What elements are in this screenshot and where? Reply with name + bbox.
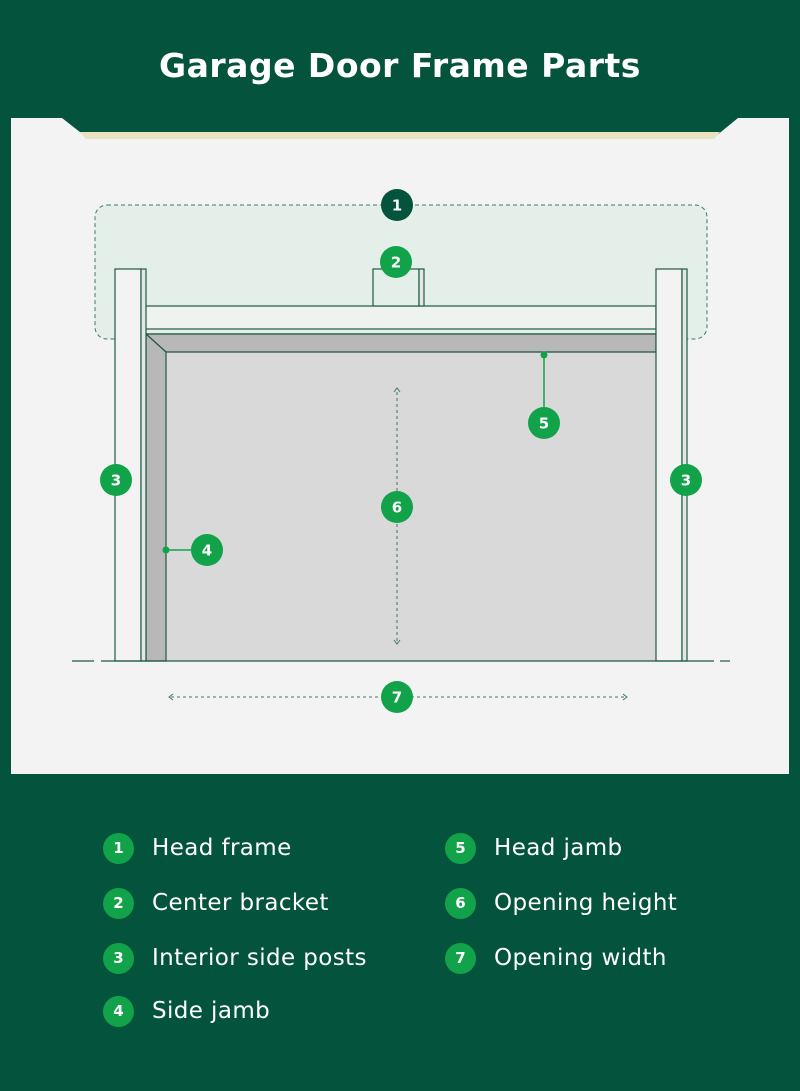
svg-text:1: 1 xyxy=(392,197,402,215)
callout-side-post-left: 3 xyxy=(100,464,132,496)
center-bracket-edge xyxy=(418,268,425,307)
head-jamb xyxy=(144,333,657,353)
head-jamb-leader-dot xyxy=(540,351,548,359)
opening-height-arrow-top xyxy=(393,387,401,393)
callout-side-post-right: 3 xyxy=(670,464,702,496)
svg-text:4: 4 xyxy=(202,542,212,560)
svg-text:5: 5 xyxy=(539,415,549,433)
interior-side-post-left-edge xyxy=(140,268,147,662)
callout-side-jamb: 4 xyxy=(191,534,223,566)
svg-text:3: 3 xyxy=(681,472,691,490)
ceiling-strip xyxy=(80,132,720,139)
opening-width-arrow-left xyxy=(168,693,174,701)
callout-head-jamb: 5 xyxy=(528,407,560,439)
interior-side-post-right xyxy=(655,268,683,662)
svg-text:2: 2 xyxy=(391,254,401,272)
header-beam xyxy=(140,305,657,330)
callout-head-frame: 1 xyxy=(381,189,413,221)
callout-opening-width: 7 xyxy=(381,681,413,713)
side-jamb xyxy=(145,332,167,662)
svg-text:7: 7 xyxy=(392,689,402,707)
center-bracket xyxy=(372,268,420,307)
callout-center-bracket: 2 xyxy=(380,246,412,278)
opening-height-arrow-bottom xyxy=(393,639,401,645)
opening-width-arrow-right xyxy=(622,693,628,701)
page-title: Garage Door Frame Parts xyxy=(159,46,641,85)
side-jamb-leader-dot xyxy=(162,546,170,554)
svg-text:3: 3 xyxy=(111,472,121,490)
callout-opening-height: 6 xyxy=(381,491,413,523)
svg-text:6: 6 xyxy=(392,499,402,517)
